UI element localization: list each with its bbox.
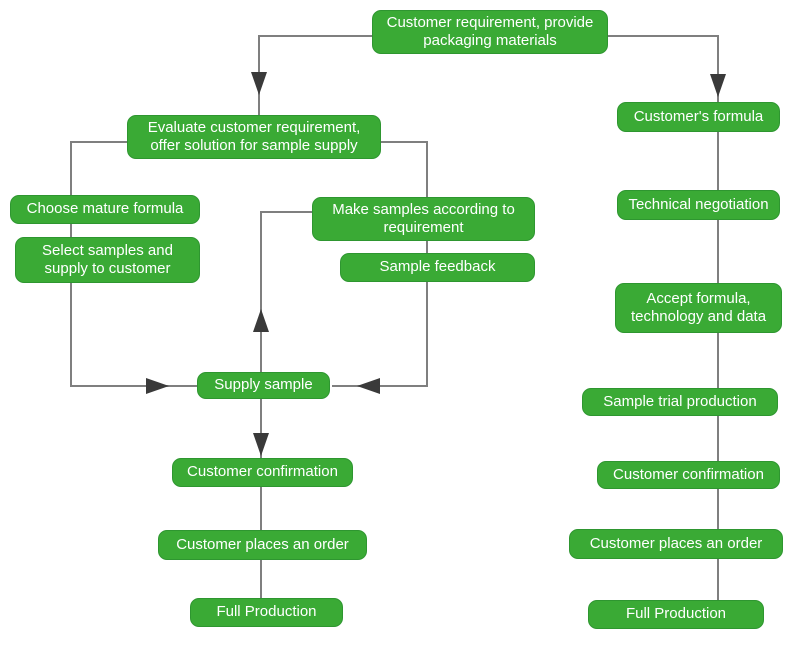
- node-customer-confirmation-left: Customer confirmation: [172, 458, 353, 487]
- node-select-samples: Select samples and supply to customer: [15, 237, 200, 283]
- node-supply-sample: Supply sample: [197, 372, 330, 399]
- connector-top-to-evaluate-h: [258, 35, 373, 37]
- node-customer-requirement: Customer requirement, provide packaging …: [372, 10, 608, 54]
- node-customers-formula: Customer's formula: [617, 102, 780, 132]
- connector-top-to-formula-h: [607, 35, 719, 37]
- connector-top-to-formula-v: [717, 35, 719, 102]
- arrowhead-up-make-icon: [253, 309, 269, 332]
- arrowhead-down-formula-icon: [710, 74, 726, 97]
- arrowhead-left-supply-icon: [357, 378, 380, 394]
- connector-evaluate-to-leftcol-h: [71, 141, 128, 143]
- node-technical-negotiation: Technical negotiation: [617, 190, 780, 220]
- connector-feedback-to-supply-h: [332, 385, 428, 387]
- node-customer-order-right: Customer places an order: [569, 529, 783, 559]
- arrowhead-down-confirmation-icon: [253, 433, 269, 456]
- connector-rightcol-v: [717, 130, 719, 600]
- connector-supply-to-make-h: [260, 211, 313, 213]
- node-evaluate-requirement: Evaluate customer requirement, offer sol…: [127, 115, 381, 159]
- arrowhead-right-supply-icon: [146, 378, 169, 394]
- node-full-production-left: Full Production: [190, 598, 343, 627]
- connector-evaluate-to-make-h: [380, 141, 428, 143]
- node-sample-trial-production: Sample trial production: [582, 388, 778, 416]
- connector-order-to-production-v: [260, 559, 262, 599]
- node-customer-confirmation-right: Customer confirmation: [597, 461, 780, 489]
- arrowhead-down-evaluate-icon: [251, 72, 267, 95]
- connector-confirmation-to-order-v: [260, 486, 262, 531]
- node-full-production-right: Full Production: [588, 600, 764, 629]
- node-accept-formula: Accept formula, technology and data: [615, 283, 782, 333]
- connector-supply-to-make-v: [260, 211, 262, 372]
- node-choose-mature-formula: Choose mature formula: [10, 195, 200, 224]
- connector-supply-to-confirmation-v: [260, 397, 262, 459]
- connector-leftcol-to-supply-h: [70, 385, 198, 387]
- node-customer-order-left: Customer places an order: [158, 530, 367, 560]
- node-sample-feedback: Sample feedback: [340, 253, 535, 282]
- node-make-samples: Make samples according to requirement: [312, 197, 535, 241]
